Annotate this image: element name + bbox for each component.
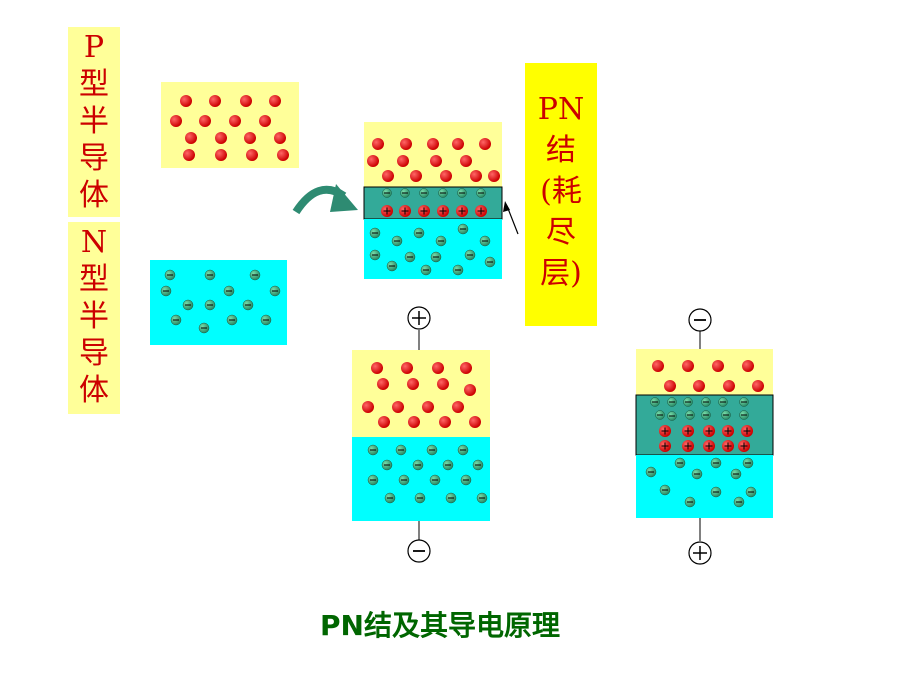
hole-particle [229,115,241,127]
plus-sign [661,442,669,450]
hole-particle [274,132,286,144]
minus-terminal-icon [688,308,712,332]
p-type-char: 型 [79,67,109,102]
hole-particle [183,149,195,161]
hole-particle [244,132,256,144]
minus-terminal-icon [407,539,431,563]
plus-sign [661,427,669,435]
hole-particle [408,416,420,428]
pn-junction-char: 层) [540,256,582,291]
hole-particle [215,149,227,161]
hole-particle [180,95,192,107]
hole-particle [479,138,491,150]
plus-sign [724,427,732,435]
plus-sign [684,427,692,435]
n-type-char: 导 [79,336,109,371]
hole-particle [452,138,464,150]
hole-particle [439,416,451,428]
hole-particle [752,380,764,392]
hole-particle [682,360,694,372]
pointer-arrow-head [503,201,510,212]
hole-particle [460,362,472,374]
hole-particle [712,360,724,372]
hole-particle [185,132,197,144]
hole-particle [382,170,394,182]
hole-particle [432,362,444,374]
hole-particle [269,95,281,107]
hole-particle [362,401,374,413]
hole-particle [464,384,476,396]
pn-junction-char: PN [537,92,585,127]
plus-sign [740,442,748,450]
p-type-label: P 型 半 导 体 [68,27,120,217]
pn-junction-char: (耗 [540,174,582,209]
hole-particle [246,149,258,161]
n-type-label: N 型 半 导 体 [68,222,120,414]
plus-sign [724,442,732,450]
p-type-char: P [83,30,105,65]
junction-n-region [364,219,502,279]
plus-sign [705,427,713,435]
hole-particle [240,95,252,107]
hole-particle [723,380,735,392]
hole-particle [469,416,481,428]
hole-particle [470,170,482,182]
pn-junction-char: 尽 [546,215,576,250]
hole-particle [199,115,211,127]
plus-sign [439,207,447,215]
pointer-arrow-icon [506,205,519,235]
hole-particle [367,155,379,167]
pn-junction-label: PN 结 (耗 尽 层) [525,63,597,326]
n-type-char: 半 [79,299,109,334]
hole-particle [215,132,227,144]
hole-particle [430,155,442,167]
hole-particle [170,115,182,127]
hole-particle [277,149,289,161]
curved-arrow-head [330,184,358,212]
hole-particle [410,170,422,182]
hole-particle [460,155,472,167]
hole-particle [488,170,500,182]
plus-sign [401,207,409,215]
hole-particle [259,115,271,127]
hole-particle [397,155,409,167]
hole-particle [440,170,452,182]
p-type-char: 半 [79,104,109,139]
plus-sign [420,207,428,215]
hole-particle [392,401,404,413]
hole-particle [371,362,383,374]
hole-particle [407,378,419,390]
hole-particle [652,360,664,372]
hole-particle [742,360,754,372]
plus-terminal-icon [407,306,431,330]
hole-particle [377,378,389,390]
hole-particle [437,378,449,390]
hole-particle [693,380,705,392]
plus-sign [705,442,713,450]
p-type-char: 体 [79,178,109,213]
plus-terminal-icon [688,541,712,565]
n-type-char: 体 [79,373,109,408]
hole-particle [372,138,384,150]
plus-sign [684,442,692,450]
hole-particle [209,95,221,107]
hole-particle [427,138,439,150]
p-type-char: 导 [79,141,109,176]
n-type-char: N [80,225,108,260]
plus-sign [477,207,485,215]
hole-particle [452,401,464,413]
plus-sign [383,207,391,215]
hole-particle [664,380,676,392]
pn-junction-char: 结 [546,133,576,168]
plus-sign [743,427,751,435]
carrier-particles [160,95,764,508]
hole-particle [422,401,434,413]
hole-particle [400,138,412,150]
hole-particle [378,416,390,428]
hole-particle [401,362,413,374]
page-title: PN结及其导电原理 [320,609,560,642]
plus-sign [458,207,466,215]
n-type-char: 型 [79,262,109,297]
